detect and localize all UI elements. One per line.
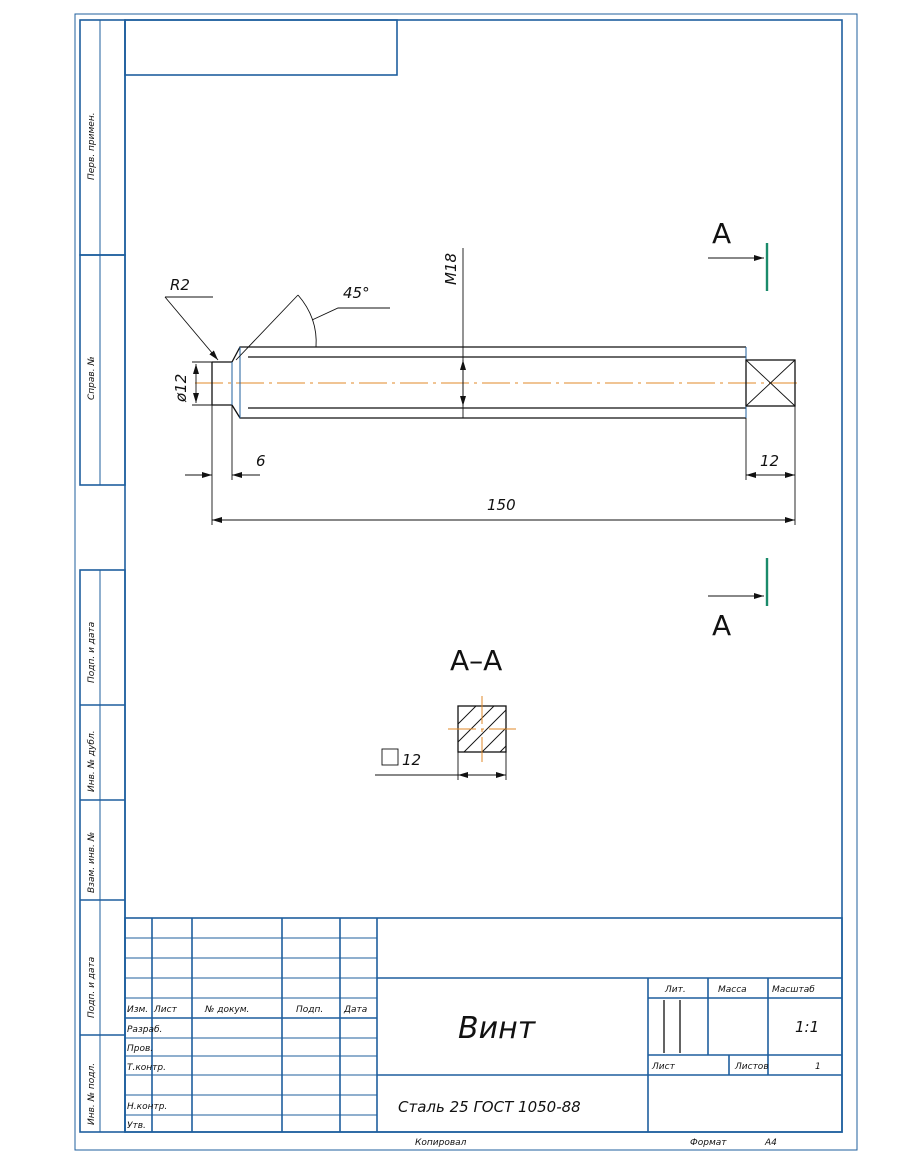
- square-symbol-icon: [381, 748, 399, 766]
- section-marker-bottom: A: [708, 558, 769, 642]
- svg-text:A4: A4: [764, 1138, 777, 1148]
- svg-text:Подп.: Подп.: [296, 1005, 323, 1015]
- svg-text:Т.контр.: Т.контр.: [127, 1063, 166, 1073]
- svg-text:№ докум.: № докум.: [204, 1005, 249, 1015]
- svg-text:Лист: Лист: [153, 1005, 178, 1015]
- scale-value: 1:1: [795, 1018, 819, 1036]
- chamfer-length-label: 6: [256, 452, 266, 470]
- section-marker-top: A: [708, 217, 769, 291]
- top-left-box: [124, 19, 398, 76]
- title-block: Изм. Лист № докум. Подп. Дата Разраб. Пр…: [124, 917, 843, 1148]
- svg-text:Пров.: Пров.: [127, 1044, 153, 1054]
- svg-text:Дата: Дата: [343, 1005, 367, 1015]
- svg-text:Лист: Лист: [651, 1062, 676, 1072]
- side-label: Инв. № дубл.: [87, 730, 97, 792]
- side-label: Подп. и дата: [87, 957, 97, 1018]
- side-strip: Перв. примен. Справ. № Подп. и дата Инв.…: [79, 19, 126, 1133]
- svg-text:Масштаб: Масштаб: [772, 985, 815, 995]
- svg-text:A: A: [712, 609, 731, 642]
- svg-text:Формат: Формат: [690, 1138, 727, 1148]
- svg-text:Утв.: Утв.: [127, 1121, 146, 1131]
- side-label: Взам. инв. №: [87, 832, 97, 893]
- part-name: Винт: [458, 1011, 537, 1046]
- section-view: A–A 12: [375, 644, 516, 780]
- svg-text:Копировал: Копировал: [415, 1138, 467, 1148]
- square-size-label: 12: [402, 751, 421, 769]
- side-label: Инв. № подл.: [87, 1063, 97, 1125]
- side-label: Подп. и дата: [87, 622, 97, 683]
- svg-text:Масса: Масса: [718, 985, 747, 995]
- svg-text:1: 1: [815, 1062, 821, 1072]
- side-label: Перв. примен.: [87, 112, 97, 180]
- screw-main-view: R2 45° M18 ø12 6 12 150: [164, 248, 800, 525]
- svg-text:Изм.: Изм.: [127, 1005, 148, 1015]
- svg-text:Лит.: Лит.: [664, 985, 686, 995]
- angle-label: 45°: [343, 284, 370, 302]
- pin-diameter-label: ø12: [172, 374, 190, 403]
- radius-label: R2: [170, 276, 190, 294]
- side-label: Справ. №: [87, 356, 97, 400]
- svg-text:A: A: [712, 217, 731, 250]
- total-length-label: 150: [487, 496, 516, 514]
- square-length-label: 12: [760, 452, 779, 470]
- svg-text:Н.контр.: Н.контр.: [127, 1102, 167, 1112]
- material: Сталь 25 ГОСТ 1050-88: [398, 1098, 581, 1116]
- svg-text:Разраб.: Разраб.: [127, 1025, 162, 1035]
- svg-text:Листов: Листов: [734, 1062, 769, 1072]
- thread-label: M18: [442, 253, 460, 285]
- section-title: A–A: [450, 644, 502, 677]
